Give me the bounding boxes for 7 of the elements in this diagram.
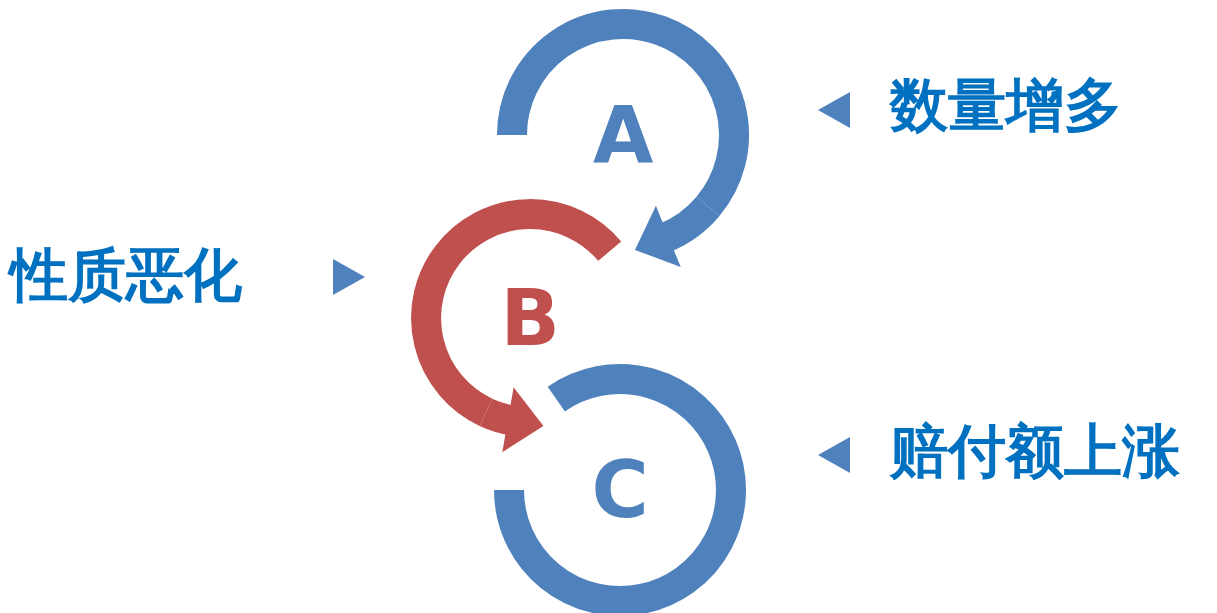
label-text: 数量增多 bbox=[890, 74, 1122, 138]
letter-label: C bbox=[591, 451, 649, 529]
label-text: 赔付额上涨 bbox=[890, 420, 1180, 484]
curved-arrow bbox=[635, 196, 719, 266]
curved-arrow bbox=[480, 387, 544, 452]
letter-label: A bbox=[593, 96, 654, 174]
letter-label: B bbox=[500, 279, 560, 357]
